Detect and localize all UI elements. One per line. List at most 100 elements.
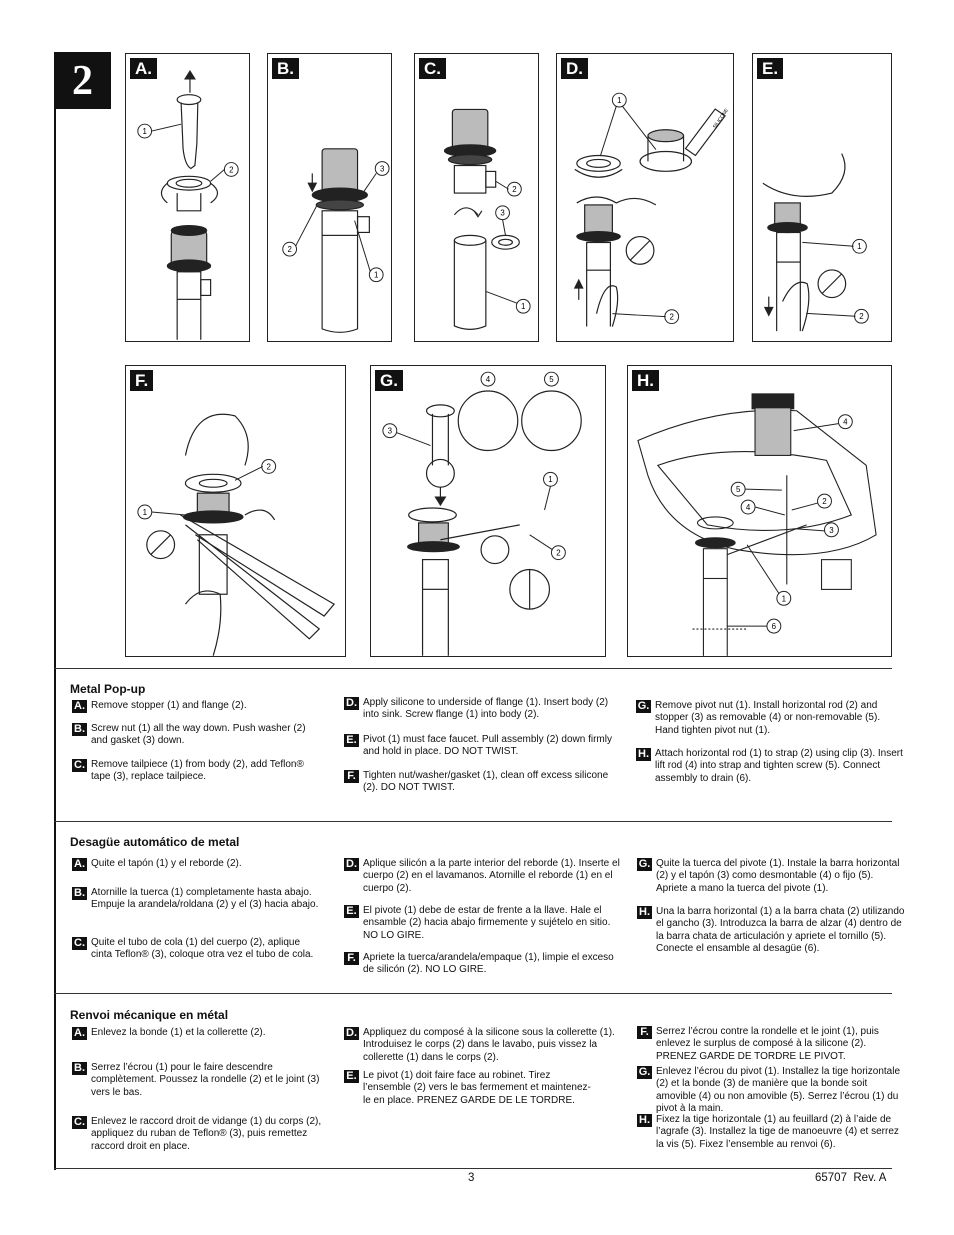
panel-e-callout-1: 1	[857, 242, 861, 251]
page-number: 3	[468, 1172, 475, 1184]
instruction-fr-c: C.Enlevez le raccord droit de vidange (1…	[72, 1116, 322, 1152]
panel-h-callout-1: 1	[782, 594, 787, 603]
step-key: F.	[637, 1026, 652, 1039]
instruction-en-g: G.Remove pivot nut (1). Install horizont…	[636, 700, 881, 736]
panel-e-illustration: E. 1 2	[752, 53, 892, 342]
panel-c-callout-3: 3	[500, 209, 505, 218]
panel-g-illustration: G. 3 4 5 1 2	[370, 365, 606, 657]
step-key: B.	[72, 887, 87, 900]
panel-d-drawing: SILICONE 1 2	[573, 92, 730, 327]
instruction-en-c: C.Remove tailpiece (1) from body (2), ad…	[72, 759, 304, 783]
panel-h-illustration: H. 4 5 4 2 3	[627, 365, 892, 657]
step-key: E.	[344, 1070, 359, 1083]
panel-g-callout-1: 1	[548, 475, 553, 484]
step-key: A.	[72, 700, 87, 713]
panel-a-drawing: 1 2	[137, 69, 239, 340]
step-key: C.	[72, 937, 87, 950]
panel-e-callout-2: 2	[859, 312, 863, 321]
instruction-es-f: F.Apriete la tuerca/arandela/empaque (1)…	[344, 952, 624, 977]
divider-french	[54, 1168, 892, 1169]
instruction-fr-b: B.Serrez l’écrou (1) pour le faire desce…	[72, 1062, 320, 1098]
panel-c-label: C.	[419, 58, 446, 79]
instruction-fr-f: F.Serrez l’écrou contre la rondelle et l…	[637, 1026, 907, 1063]
panel-h-callout-3: 3	[829, 526, 834, 535]
instruction-en-a: A.Remove stopper (1) and flange (2).	[72, 700, 247, 713]
step-key: F.	[344, 952, 359, 965]
panel-f-callout-2: 2	[266, 462, 270, 471]
step-key: D.	[344, 1027, 359, 1040]
panel-g-label: G.	[375, 370, 403, 391]
step-key: E.	[344, 905, 359, 918]
panel-a-callout-1: 1	[143, 127, 147, 136]
panel-b-callout-3: 3	[380, 164, 385, 173]
panel-h-callout-4b: 4	[746, 503, 751, 512]
panel-a-illustration: A. 1 2	[125, 53, 250, 342]
step-key: H.	[636, 748, 651, 761]
panel-d-callout-2: 2	[669, 313, 673, 322]
panel-b-callout-1: 1	[374, 271, 378, 280]
step-number-badge: 2	[54, 52, 111, 109]
section-title-english: Metal Pop-up	[70, 682, 146, 696]
panel-c-callout-2: 2	[512, 185, 516, 194]
step-key: G.	[637, 858, 652, 871]
panel-a-label: A.	[130, 58, 157, 79]
instruction-es-a: A.Quite el tapón (1) y el reborde (2).	[72, 858, 242, 871]
panel-f-drawing: 1 2	[137, 413, 336, 656]
panel-g-callout-4: 4	[486, 375, 491, 384]
step-key: H.	[637, 1114, 652, 1127]
step-key: D.	[344, 858, 359, 871]
panel-e-drawing: 1 2	[762, 153, 869, 332]
instruction-es-d: D.Aplique silicón a la parte interior de…	[344, 858, 620, 894]
step-key: E.	[344, 734, 359, 747]
section-title-french: Renvoi mécanique en métal	[70, 1008, 229, 1022]
panel-h-callout-6: 6	[772, 622, 777, 631]
panel-d-label: D.	[561, 58, 588, 79]
step-key: F.	[344, 770, 359, 783]
panel-d-callout-1: 1	[617, 96, 622, 105]
panel-c-illustration: C. 1 2 3	[414, 53, 539, 342]
panel-c-drawing: 1 2 3	[443, 108, 531, 330]
instruction-fr-a: A.Enlevez la bonde (1) et la collerette …	[72, 1027, 266, 1040]
panel-h-drawing: 4 5 4 2 3 1 6	[637, 393, 877, 656]
step-key: C.	[72, 1116, 87, 1129]
panel-c-callout-1: 1	[521, 302, 525, 311]
step-key: D.	[344, 697, 359, 710]
instruction-fr-e: E.Le pivot (1) doit faire face au robine…	[344, 1070, 594, 1107]
panel-h-callout-2: 2	[822, 497, 826, 506]
instruction-es-c: C.Quite el tubo de cola (1) del cuerpo (…	[72, 937, 314, 961]
divider-english	[54, 821, 892, 822]
document-revision: 65707 Rev. A	[815, 1172, 887, 1184]
step-key: H.	[637, 906, 652, 919]
instruction-fr-g: G.Enlevez l’écrou du pivot (1). Installe…	[637, 1066, 901, 1115]
instruction-en-d: D.Apply silicone to underside of flange …	[344, 697, 609, 721]
panel-f-illustration: F. 1 2	[125, 365, 346, 657]
divider-illustrations	[54, 668, 892, 669]
instruction-en-e: E.Pivot (1) must face faucet. Pull assem…	[344, 734, 624, 759]
panel-f-label: F.	[130, 370, 154, 391]
instruction-en-b: B.Screw nut (1) all the way down. Push w…	[72, 723, 306, 747]
divider-spanish	[54, 993, 892, 994]
panel-g-drawing: 3 4 5 1 2	[382, 371, 582, 656]
panel-b-label: B.	[272, 58, 299, 79]
step-key: C.	[72, 759, 87, 772]
panel-g-callout-2: 2	[556, 549, 560, 558]
instruction-es-h: H.Una la barra horizontal (1) a la barra…	[637, 906, 905, 955]
left-frame-rule	[54, 52, 56, 1170]
panel-d-illustration: D. SILICONE 1 2	[556, 53, 734, 342]
instruction-fr-d: D.Appliquez du composé à la silicone sou…	[344, 1027, 615, 1063]
instruction-es-b: B.Atornille la tuerca (1) completamente …	[72, 887, 319, 911]
panel-g-callout-3: 3	[388, 427, 393, 436]
step-key: G.	[636, 700, 651, 713]
section-title-spanish: Desagüe automático de metal	[70, 835, 240, 849]
panel-f-callout-1: 1	[143, 508, 148, 517]
panel-e-label: E.	[757, 58, 784, 79]
step-key: A.	[72, 858, 87, 871]
instruction-es-e: E.El pivote (1) debe de estar de frente …	[344, 905, 624, 942]
panel-b-drawing: 2 1 3	[282, 148, 390, 333]
panel-a-callout-2: 2	[229, 165, 233, 174]
panel-b-illustration: B. 2 1 3	[267, 53, 392, 342]
panel-h-label: H.	[632, 370, 659, 391]
instruction-en-f: F.Tighten nut/washer/gasket (1), clean o…	[344, 770, 624, 795]
step-key: B.	[72, 723, 87, 736]
step-key: G.	[637, 1066, 652, 1079]
